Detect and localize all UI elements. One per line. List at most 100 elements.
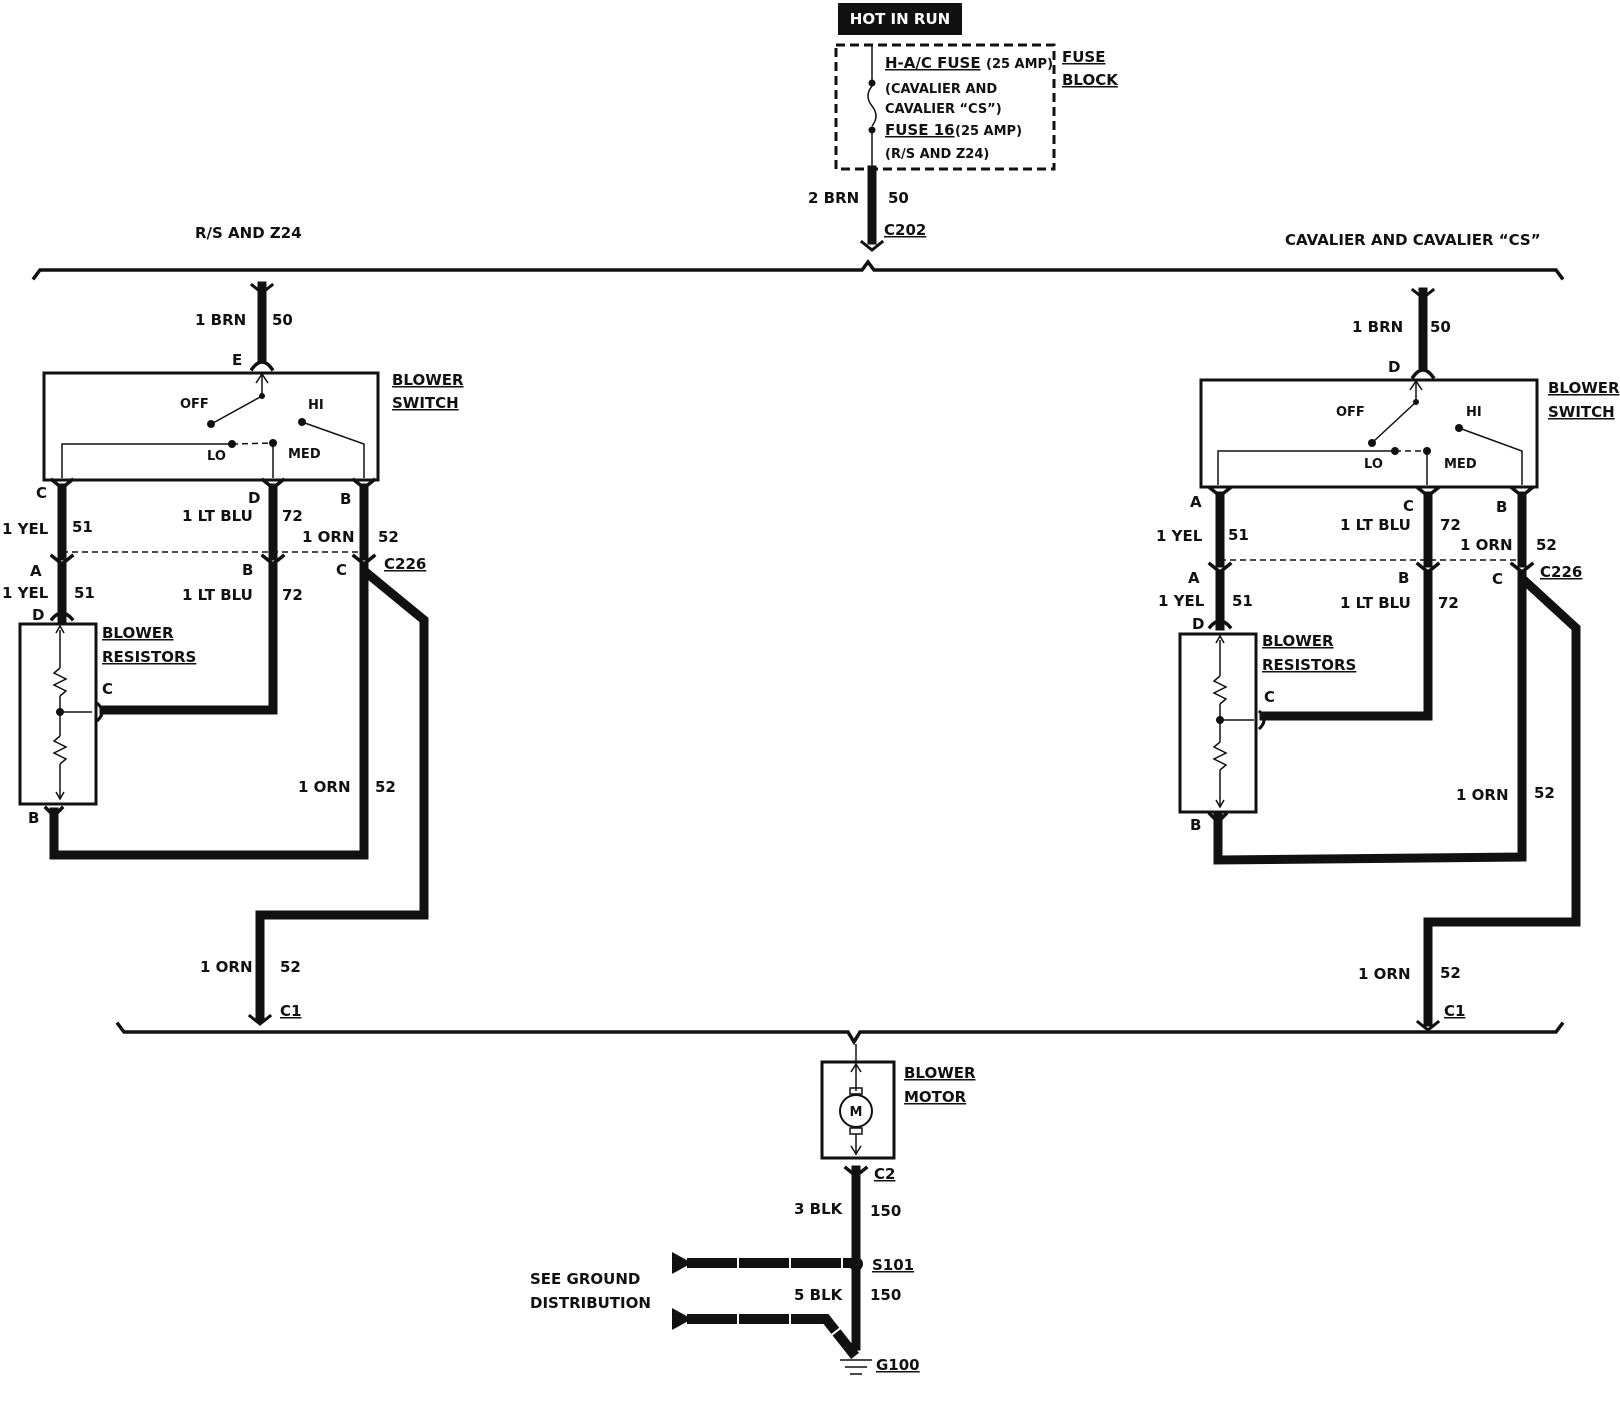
- left-res-pin-b: B: [28, 809, 39, 827]
- right-pos-med: MED: [1444, 457, 1477, 472]
- gnd-circuit-label-1: 150: [870, 1202, 901, 1220]
- left-switch-link: [231, 442, 274, 445]
- left-w3-upper: 1 ORN: [302, 528, 355, 546]
- right-c3-mid: 52: [1534, 784, 1555, 802]
- right-w3-mid: 1 ORN: [1456, 786, 1509, 804]
- left-feed-circuit-label: 50: [272, 311, 293, 329]
- left-orn-wire-to-motor: [255, 567, 429, 1023]
- right-switch-label-1: BLOWER: [1548, 379, 1620, 397]
- right-c1-lower: 51: [1232, 592, 1253, 610]
- left-c2-lower: 72: [282, 586, 303, 604]
- right-pin-d: D: [1388, 358, 1400, 376]
- feed-wire-label: 2 BRN: [808, 189, 859, 207]
- right-w2-upper: 1 LT BLU: [1340, 516, 1411, 534]
- right-c2-upper: 72: [1440, 516, 1461, 534]
- right-resistor-1: [1212, 675, 1228, 705]
- left-w2-upper: 1 LT BLU: [182, 507, 253, 525]
- left-c226-label: C226: [384, 555, 426, 573]
- right-feed-circuit-label: 50: [1430, 318, 1451, 336]
- right-pin-d-connector: [1410, 368, 1436, 380]
- left-res-pin-d-connector: [49, 611, 75, 622]
- right-res-arrow-bottom: [1215, 799, 1225, 809]
- fuse-terminal-bottom: [868, 126, 876, 134]
- left-conn-pin-b: B: [242, 561, 253, 579]
- blower-motor-label-1: BLOWER: [904, 1064, 976, 1082]
- fuse-symbol: [867, 85, 877, 127]
- right-pos-hi: HI: [1466, 405, 1482, 420]
- left-c1-upper: 51: [72, 518, 93, 536]
- left-res-arrow-bottom: [55, 791, 65, 801]
- c2-label: C2: [874, 1165, 895, 1183]
- right-c1-label: C1: [1444, 1002, 1465, 1020]
- left-switch-arrow: [255, 372, 269, 384]
- g100-label: G100: [876, 1356, 920, 1374]
- left-sw-pin-1: C: [36, 484, 47, 502]
- upper-split-bracket: [31, 259, 1565, 281]
- right-res-pin-b-connector: [1207, 811, 1229, 825]
- gnd-circuit-label-2: 150: [870, 1286, 901, 1304]
- hot-in-run-box: [838, 3, 962, 35]
- left-pos-lo: LO: [207, 449, 226, 464]
- right-variant: 1 BRN 50 D BLOWER SWITCH OFF HI LO MED A…: [1156, 287, 1620, 1032]
- right-sw-pin-1: A: [1190, 493, 1202, 511]
- left-variant: 1 BRN 50 E BLOWER SWITCH OFF HI LO MED C…: [2, 281, 464, 1026]
- c202-connector-symbol: [859, 239, 885, 252]
- left-sw-pin-2: D: [248, 489, 260, 507]
- feed-circuit-label: 50: [888, 189, 909, 207]
- gnd-wire-label-1: 3 BLK: [794, 1200, 844, 1218]
- hac-fuse-label: H-A/C FUSE: [885, 54, 981, 72]
- left-c3-upper: 52: [378, 528, 399, 546]
- motor-symbol-letter: M: [850, 1105, 863, 1120]
- left-res-pin-d: D: [32, 606, 44, 624]
- left-w1-upper: 1 YEL: [2, 520, 49, 538]
- fuse-block-outline: [834, 43, 1056, 171]
- hot-in-run-label: HOT IN RUN: [850, 10, 950, 28]
- left-pos-med: MED: [288, 447, 321, 462]
- right-c1-connector: [1415, 1019, 1441, 1032]
- right-contact-off: [1368, 439, 1376, 447]
- right-feed-connector: [1410, 287, 1436, 300]
- left-c1-label: C1: [280, 1002, 301, 1020]
- s101-label: S101: [872, 1256, 914, 1274]
- left-c1-connector: [247, 1013, 273, 1026]
- fuse-block-label-2: BLOCK: [1062, 71, 1119, 89]
- left-switch-label-2: SWITCH: [392, 394, 459, 412]
- left-w1-lower: 1 YEL: [2, 584, 49, 602]
- right-sw-pin-2: C: [1403, 497, 1414, 515]
- right-res-arrow-top: [1215, 634, 1225, 644]
- left-variant-title: R/S AND Z24: [195, 224, 302, 242]
- motor-and-ground: BLOWER MOTOR M C2 3 BLK 150 S101 SEE GRO…: [530, 1044, 976, 1375]
- left-res-arrow-top: [55, 624, 65, 634]
- left-pin-e-connector: [249, 360, 275, 372]
- left-feed-wire-label: 1 BRN: [195, 311, 246, 329]
- hac-fuse-condition-2: CAVALIER “CS”): [885, 102, 1002, 117]
- right-orn-wire-to-motor: [1423, 575, 1581, 1027]
- right-c1-upper: 51: [1228, 526, 1249, 544]
- right-hi-trace: [1458, 427, 1523, 485]
- left-res-pin-b-connector: [43, 805, 65, 819]
- lower-join-bracket: [115, 1021, 1565, 1046]
- right-res-label-2: RESISTORS: [1262, 656, 1356, 674]
- c202-label: C202: [884, 221, 926, 239]
- right-res-pin-d: D: [1192, 615, 1204, 633]
- left-orn-wire-to-resistor: [49, 561, 369, 860]
- fuse16-label: FUSE 16: [885, 121, 955, 139]
- motor-arrow-top: [850, 1062, 862, 1073]
- right-c226-label: C226: [1540, 563, 1582, 581]
- see-ground-2: DISTRIBUTION: [530, 1294, 651, 1312]
- left-c4: 52: [280, 958, 301, 976]
- right-switch-arrow: [1409, 379, 1423, 391]
- left-c1-lower: 51: [74, 584, 95, 602]
- left-w2-lower: 1 LT BLU: [182, 586, 253, 604]
- left-c2-upper: 72: [282, 507, 303, 525]
- ground-arrow-1: [672, 1252, 692, 1274]
- left-switch-blade: [212, 395, 263, 424]
- left-switch-label-1: BLOWER: [392, 371, 464, 389]
- right-c2-lower: 72: [1438, 594, 1459, 612]
- right-c3-upper: 52: [1536, 536, 1557, 554]
- hac-fuse-condition-1: (CAVALIER AND: [885, 82, 997, 97]
- left-contact-off: [207, 420, 215, 428]
- power-feed: HOT IN RUN FUSE BLOCK H-A/C FUSE (25 AMP…: [808, 3, 1119, 252]
- left-pos-hi: HI: [308, 398, 324, 413]
- right-orn-wire-to-resistor: [1213, 569, 1527, 865]
